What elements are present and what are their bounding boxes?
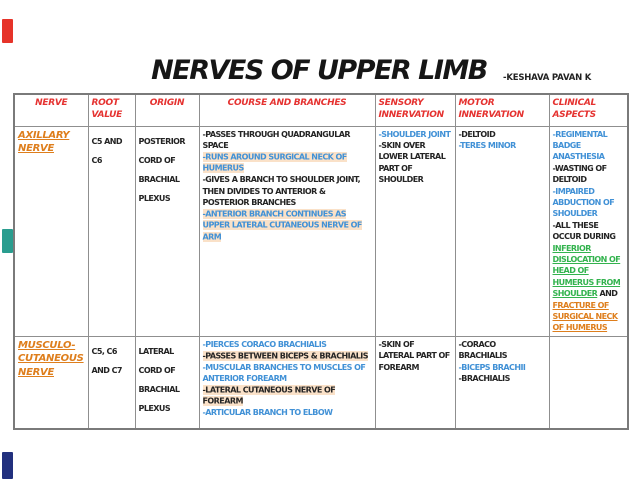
text-run: -ANTERIOR BRANCH CONTINUES AS UPPER LATE…	[202, 208, 362, 242]
column-header-nerve: NERVE	[13, 93, 89, 127]
column-header-clinical: CLINICAL ASPECTS	[548, 93, 629, 127]
text-run: -ALL THESE OCCUR DURING	[552, 220, 616, 242]
text-run: -DELTOID	[458, 129, 496, 139]
page-edge-marker-navy	[2, 452, 13, 479]
cell-origin: LATERAL CORD OF BRACHIAL PLEXUS	[134, 335, 200, 430]
table-row: AXILLARY NERVE C5 AND C6 POSTERIOR CORD OF…	[13, 125, 629, 337]
cell-nerve: AXILLARY NERVE	[13, 125, 89, 337]
text-run: -PIERCES CORACO BRACHIALIS	[202, 339, 327, 349]
note-line: -ANTERIOR BRANCH CONTINUES AS UPPER LATE…	[202, 208, 372, 242]
text-run: -TERES MINOR	[458, 140, 517, 150]
author-credit: -KESHAVA PAVAN K	[503, 73, 592, 83]
table-body: AXILLARY NERVE C5 AND C6 POSTERIOR CORD OF…	[13, 125, 629, 430]
column-header-course: COURSE AND BRANCHES	[198, 93, 376, 127]
text-run: -BRACHIALIS	[458, 374, 511, 384]
note-line: -REGIMENTAL BADGE ANASTHESIA	[553, 129, 625, 163]
note-line: -BICEPS BRACHII	[459, 362, 546, 373]
text-run: FRACTURE OF SURGICAL NECK OF HUMERUS	[552, 300, 619, 333]
text-run: AND	[597, 289, 618, 299]
note-line: -PASSES BETWEEN BICEPS & BRACHIALIS	[202, 350, 372, 361]
cell-clinical	[548, 335, 629, 430]
text-run: -BICEPS BRACHII	[458, 362, 526, 372]
text-run: -SKIN OF LATERAL PART OF FOREARM	[378, 339, 451, 372]
note-line: -DELTOID	[459, 129, 546, 140]
note-line: -PIERCES CORACO BRACHIALIS	[203, 339, 372, 350]
cell-origin: POSTERIOR CORD OF BRACHIAL PLEXUS	[134, 125, 200, 337]
cell-course: -PASSES THROUGH QUADRANGULAR SPACE-RUNS …	[198, 125, 376, 337]
text-run: -ARTICULAR BRANCH TO ELBOW	[202, 408, 333, 418]
text-run: -CORACO BRACHIALIS	[458, 339, 508, 361]
nerve-name: AXILLARY NERVE	[18, 129, 70, 155]
column-header-origin: ORIGIN	[134, 93, 200, 127]
cell-sensory: -SKIN OF LATERAL PART OF FOREARM	[374, 335, 456, 430]
note-line: -RUNS AROUND SURGICAL NECK OF HUMERUS	[202, 151, 372, 174]
text-run: INFERIOR DISLOCATION OF HEAD OF HUMERUS …	[552, 243, 621, 299]
note-line: -SKIN OVER LOWER LATERAL PART OF SHOULDE…	[379, 140, 452, 186]
cell-course: -PIERCES CORACO BRACHIALIS-PASSES BETWEE…	[198, 335, 376, 430]
note-line: -MUSCULAR BRANCHES TO MUSCLES OF ANTERIO…	[203, 362, 372, 385]
root-text: C5, C6 AND C7	[91, 346, 123, 375]
nerve-name: MUSCULO-CUTANEOUS NERVE	[18, 339, 84, 378]
cell-root: C5, C6 AND C7	[87, 335, 136, 430]
cell-sensory: -SHOULDER JOINT-SKIN OVER LOWER LATERAL …	[374, 125, 456, 337]
text-run: -SHOULDER JOINT	[378, 129, 451, 139]
text-run: -WASTING OF DELTOID	[552, 163, 608, 185]
note-line: -SKIN OF LATERAL PART OF FOREARM	[379, 339, 452, 373]
page-edge-marker-red	[2, 19, 13, 43]
cell-motor: -DELTOID-TERES MINOR	[454, 125, 550, 337]
page-edge-marker-teal	[2, 229, 13, 253]
note-line: -ALL THESE OCCUR DURING INFERIOR DISLOCA…	[553, 220, 625, 334]
column-header-root: ROOT VALUE	[87, 93, 136, 127]
cell-clinical: -REGIMENTAL BADGE ANASTHESIA-WASTING OF …	[548, 125, 629, 337]
text-run: -RUNS AROUND SURGICAL NECK OF HUMERUS	[202, 151, 347, 174]
note-line: -TERES MINOR	[459, 140, 546, 151]
column-header-sensory: SENSORY INNERVATION	[374, 93, 456, 127]
origin-text: POSTERIOR CORD OF BRACHIAL PLEXUS	[138, 136, 186, 203]
text-run: -REGIMENTAL BADGE ANASTHESIA	[552, 129, 608, 162]
note-line: -IMPAIRED ABDUCTION OF SHOULDER	[553, 186, 625, 220]
page-title: NERVES OF UPPER LIMB	[151, 55, 488, 86]
title-bar: NERVES OF UPPER LIMB -KESHAVA PAVAN K	[0, 55, 638, 91]
origin-text: LATERAL CORD OF BRACHIAL PLEXUS	[138, 346, 180, 413]
text-run: -LATERAL CUTANEOUS NERVE OF FOREARM	[202, 384, 336, 407]
note-line: -WASTING OF DELTOID	[553, 163, 625, 186]
note-line: -BRACHIALIS	[459, 373, 546, 384]
cell-root: C5 AND C6	[87, 125, 136, 337]
root-text: C5 AND C6	[91, 136, 123, 165]
text-run: -MUSCULAR BRANCHES TO MUSCLES OF ANTERIO…	[202, 362, 366, 384]
text-run: -SKIN OVER LOWER LATERAL PART OF SHOULDE…	[378, 140, 446, 185]
text-run: -IMPAIRED ABDUCTION OF SHOULDER	[552, 186, 615, 219]
cell-motor: -CORACO BRACHIALIS-BICEPS BRACHII -BRACHI…	[454, 335, 550, 430]
note-line: -CORACO BRACHIALIS	[459, 339, 546, 362]
column-header-motor: MOTOR INNERVATION	[454, 93, 550, 127]
note-line: -PASSES THROUGH QUADRANGULAR SPACE	[203, 129, 372, 152]
note-line: -LATERAL CUTANEOUS NERVE OF FOREARM	[202, 384, 372, 407]
note-line: -GIVES A BRANCH TO SHOULDER JOINT, THEN …	[203, 174, 372, 208]
cell-nerve: MUSCULO-CUTANEOUS NERVE	[13, 335, 89, 430]
text-run: -GIVES A BRANCH TO SHOULDER JOINT, THEN …	[202, 175, 361, 207]
note-line: -ARTICULAR BRANCH TO ELBOW	[203, 407, 372, 418]
text-run: -PASSES THROUGH QUADRANGULAR SPACE	[202, 129, 351, 150]
text-run: -PASSES BETWEEN BICEPS & BRACHIALIS	[202, 350, 368, 361]
note-line: -SHOULDER JOINT	[379, 129, 452, 140]
